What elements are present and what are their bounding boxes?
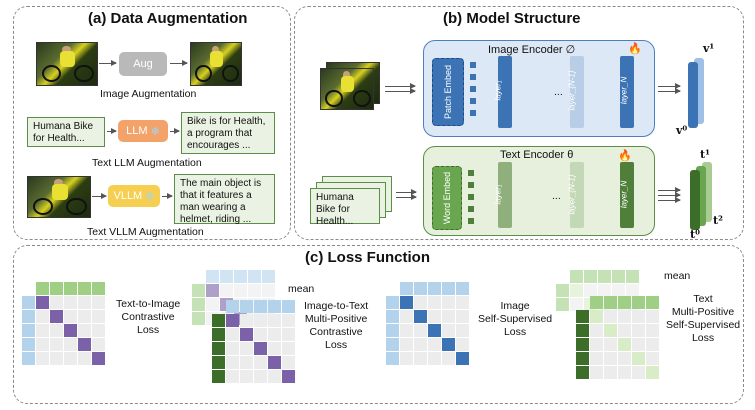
token [468,194,474,200]
text-llm-augmentation-label: Text LLM Augmentation [92,157,202,169]
text-vector-mid-label: t² [713,214,723,227]
patch-embed-label: Patch Embed [443,64,453,120]
arrow [99,60,117,66]
image-input-stack-front [320,68,374,110]
img-ss-matrix [386,282,469,365]
t2i-loss-text: Text-to-Image Contrastive Loss [116,298,181,336]
token [468,170,474,176]
text-layer-1 [498,162,512,228]
i2t-loss-label: Image-to-Text Multi-Positive Contrastive… [304,300,368,352]
panel-model-structure [294,6,744,240]
text-vllm-augmentation-label: Text VLLM Augmentation [87,226,204,238]
token [470,98,476,104]
i2t-loss-text: Image-to-Text Multi-Positive Contrastive… [304,300,369,351]
text-vector-back [702,162,712,222]
image-layer-n-1 [570,56,584,128]
image-layer-ellipsis: ... [554,86,563,98]
arrow [170,128,180,134]
arrow [92,193,107,199]
fire-icon: 🔥 [618,150,632,162]
image-layer-n [620,56,634,128]
image-vector-back [694,58,704,124]
bike-photo-vllm [27,176,91,218]
aug-box: Aug [119,52,167,76]
arrow [658,192,681,198]
image-layer-1-label: layer₁ [493,80,503,101]
text-layer-n-1-label: layer_{N-1} [567,174,577,215]
text-vector-front [690,170,700,230]
arrow [396,189,417,195]
arrow [170,60,188,66]
panel-a-title: (a) Data Augmentation [88,10,248,27]
t2i-matrix [22,282,105,365]
arrow [396,194,417,200]
image-vector-top-label: v¹ [703,42,715,55]
img-ss-loss-text: Image Self-Supervised Loss [478,300,553,338]
text-vector-top-label: t¹ [700,148,710,161]
txt-ss-loss-text: Text Multi-Positive Self-Supervised Loss [666,293,741,344]
mean-label-1: mean [288,283,315,295]
arrow [385,83,416,89]
arrow [385,88,416,94]
txt-ss-loss-label: Text Multi-Positive Self-Supervised Loss [666,293,740,345]
image-vector-bottom-label: v⁰ [676,124,688,137]
t2i-loss-label: Text-to-Image Contrastive Loss [116,298,180,337]
bike-photo-original [36,42,98,86]
word-embed-label: Word Embed [442,171,453,225]
snowflake-icon: ❄ [150,125,160,138]
panel-data-augmentation [13,6,291,240]
token [468,206,474,212]
llm-output-box: Bike is for Health, a program that encou… [181,112,275,154]
word-embed-block: Word Embed [432,166,462,230]
arrow [107,128,117,134]
image-layer-n-1-label: layer_{N-1} [567,70,577,111]
text-layer-n-label: layer_N [619,180,629,209]
token [470,110,476,116]
arrow [658,187,681,193]
image-encoder-label: Image Encoder ∅ [488,44,576,56]
text-vector-bottom-label: t⁰ [690,228,700,241]
vllm-box: VLLM ❄ [108,185,160,207]
llm-box: LLM ❄ [118,120,168,142]
text-input-box: Humana Bike for Health... [310,188,380,227]
mean-label-2: mean [664,270,691,282]
caption-input-box: Humana Bike for Health... [27,117,105,147]
vllm-output-box: The main object is that it features a ma… [174,174,275,225]
image-vector-front [688,62,698,128]
text-layer-ellipsis: ... [552,190,561,202]
aug-label: Aug [133,58,153,70]
vllm-label: VLLM [113,190,143,202]
token [468,218,474,224]
img-ss-loss-label: Image Self-Supervised Loss [478,300,552,339]
text-layer-n [620,162,634,228]
patch-embed-block: Patch Embed [432,58,464,126]
bike-photo-augmented [190,42,242,86]
token [468,182,474,188]
text-layer-1-label: layer₁ [493,184,503,205]
panel-b-title: (b) Model Structure [443,10,581,27]
panel-c-title: (c) Loss Function [305,249,430,266]
token [470,74,476,80]
arrow [658,197,681,203]
text-encoder-label: Text Encoder θ [500,149,574,161]
image-layer-n-label: layer_N [619,76,629,105]
snowflake-icon: ❄ [145,190,155,203]
txt-ss-matrix-front [576,296,659,379]
arrow [658,83,681,89]
token [470,62,476,68]
arrow [162,193,173,199]
i2t-matrix-front [212,300,295,383]
image-augmentation-label: Image Augmentation [100,88,197,100]
fire-icon: 🔥 [628,43,642,55]
llm-label: LLM [126,125,148,137]
token [470,86,476,92]
image-layer-1 [498,56,512,128]
arrow [658,88,681,94]
panel-loss-function [13,245,744,404]
text-vector-mid [696,166,706,226]
text-layer-n-1 [570,162,584,228]
